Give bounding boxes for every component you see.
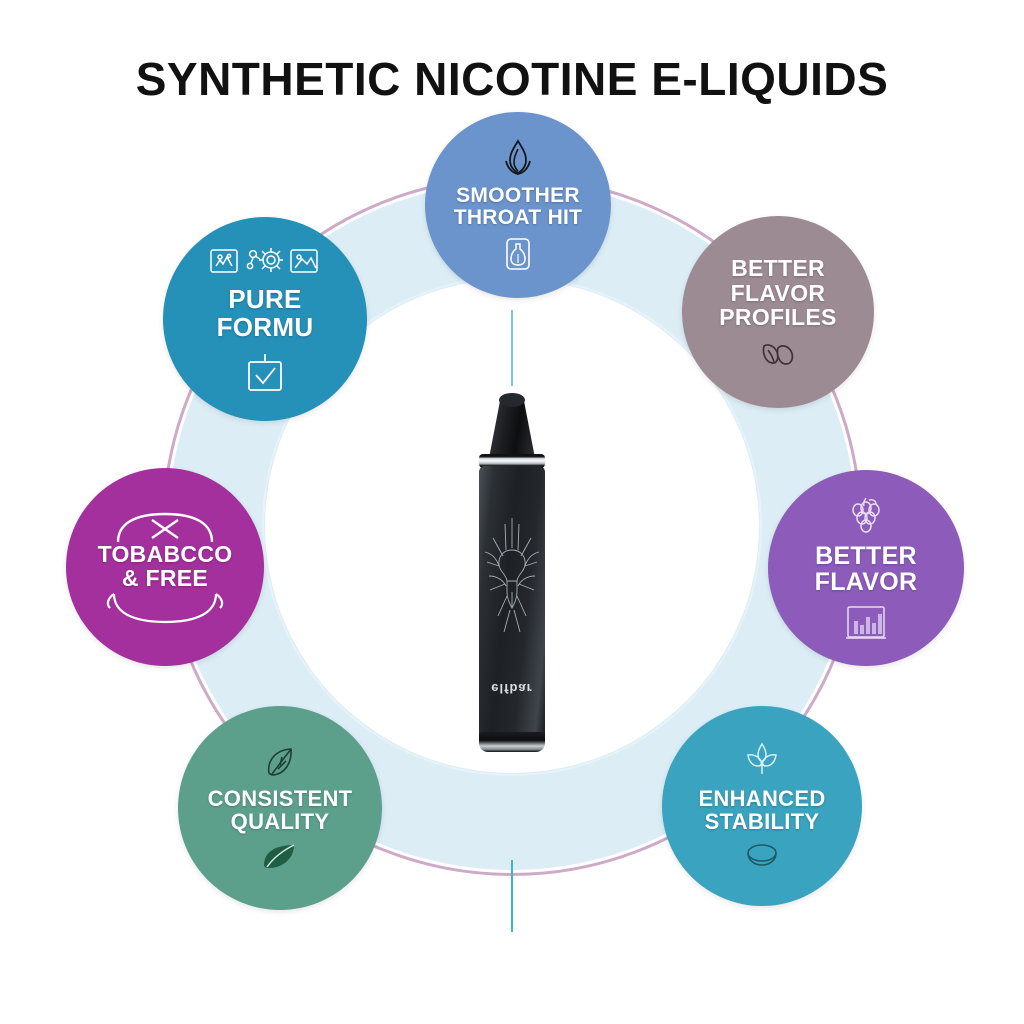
badge-scroll-bottom-icon [90,593,240,626]
node-label: CONSISTENT QUALITY [207,785,353,834]
node-tobacco-free[interactable]: TOBABCCO & FREE [66,468,264,666]
node-better-flavor-profiles[interactable]: BETTER FLAVOR PROFILES [682,216,874,408]
node-smoother-throat-hit[interactable]: SMOOTHER THROAT HIT [425,112,611,298]
connector-line-top [511,310,513,386]
clover-leaf-icon [742,741,782,779]
node-label: BETTER FLAVOR PROFILES [719,255,837,331]
checkbox-approved-icon [242,350,288,394]
device-chrome-collar [479,454,545,468]
science-icons-row [209,244,321,278]
leaf-filled-icon [260,841,300,871]
connector-line-bottom [511,860,513,932]
no-tobacco-badge-icon [90,508,240,542]
device-mouthpiece-tip [499,393,525,407]
node-better-flavor[interactable]: BETTER FLAVOR [768,470,964,666]
node-consistent-quality[interactable]: CONSISTENT QUALITY [178,706,382,910]
device-bulb-web-artwork [484,518,540,633]
device-base [479,732,545,752]
node-label: TOBABCCO & FREE [97,540,233,591]
node-pure-formula[interactable]: PURE FORMU [163,217,367,421]
leaf-drop-icon [501,139,535,177]
node-label: ENHANCED STABILITY [698,785,826,834]
node-label: SMOOTHER THROAT HIT [453,183,583,229]
leaf-sketch-icon [758,338,798,368]
device-brand-text: elfbar [479,658,545,718]
page-title: SYNTHETIC NICOTINE E-LIQUIDS [135,53,889,105]
node-label: BETTER FLAVOR [814,541,918,596]
berry-grape-icon [845,495,887,535]
bottle-vase-icon [503,237,533,271]
leaf-outline-icon [263,745,297,779]
vape-device: elfbar [470,393,554,764]
node-enhanced-stability[interactable]: ENHANCED STABILITY [662,706,862,906]
tablet-disc-icon [742,841,782,871]
device-brand-label: elfbar [491,680,533,696]
node-label: PURE FORMU [216,284,314,342]
bar-chart-icon [844,604,888,642]
